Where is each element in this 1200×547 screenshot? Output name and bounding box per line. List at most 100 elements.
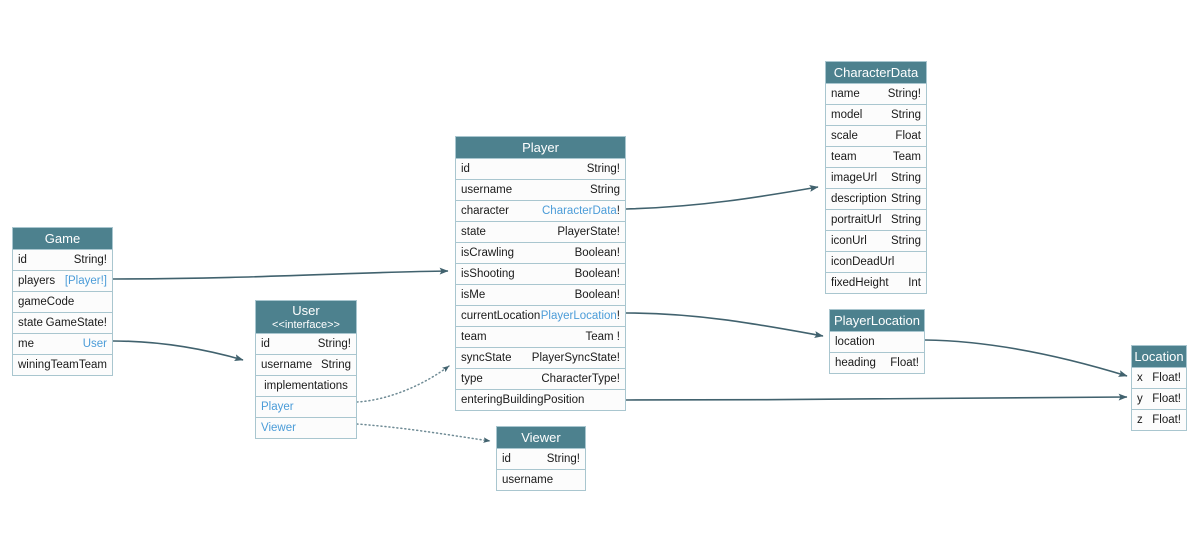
field-characterdata-scale[interactable]: scale Float [826,125,926,146]
field-type: String! [73,254,107,266]
field-type: Boolean! [574,289,620,301]
field-game-gamecode[interactable]: gameCode String! [13,291,112,312]
field-type: String! [586,163,620,175]
entity-viewer[interactable]: Viewer id String! username String [496,426,586,491]
implementation-name: Player [261,401,294,413]
edge-player-character-to-characterdata [625,184,819,210]
entity-user[interactable]: User <<interface>> id String! username S… [255,300,357,439]
entity-player[interactable]: Player id String! username String charac… [455,136,626,411]
field-name: iconUrl [831,235,867,247]
field-type: User [83,334,107,354]
field-name: iconDeadUrl [831,256,895,268]
entity-user-stereotype: <<interface>> [272,319,340,331]
field-type: Float! [1152,372,1181,384]
field-player-username[interactable]: username String [456,179,625,200]
field-player-type[interactable]: type CharacterType! [456,368,625,389]
field-location-y[interactable]: y Float! [1132,388,1186,409]
field-type: Boolean! [574,247,620,259]
field-type: CharacterData! [542,201,620,221]
field-type: Team [892,151,921,163]
field-name: state [18,317,43,329]
edge-user-implements-player [356,365,450,403]
field-type-link[interactable]: User [82,338,107,350]
entity-player-title: Player [456,137,625,158]
entity-game[interactable]: Game id String! players [Player!] gameCo… [12,227,113,376]
field-name: location [835,336,875,348]
field-type: GameState! [45,317,107,329]
field-characterdata-fixedheight[interactable]: fixedHeight Int [826,272,926,293]
field-characterdata-model[interactable]: model String [826,104,926,125]
edge-game-players-to-player [112,267,449,280]
entity-location[interactable]: Location x Float! y Float! z Float! [1131,345,1187,431]
field-game-state[interactable]: state GameState! [13,312,112,333]
field-type: String [320,359,351,371]
field-player-id[interactable]: id String! [456,158,625,179]
implementation-name: Viewer [261,422,296,434]
field-name: description [831,193,887,205]
field-name: username [461,184,513,196]
field-name: username [502,474,554,486]
field-player-isshooting[interactable]: isShooting Boolean! [456,263,625,284]
field-characterdata-iconurl[interactable]: iconUrl String [826,230,926,251]
field-type-link[interactable]: PlayerLocation [540,310,617,322]
entity-characterdata-title: CharacterData [826,62,926,83]
field-name: me [18,338,34,350]
field-name: portraitUrl [831,214,882,226]
field-type-link[interactable]: [Player!] [64,275,107,287]
edge-player-currentlocation-to-playerlocation [625,312,824,338]
field-playerlocation-location[interactable]: location Location! [830,331,924,352]
field-name: isMe [461,289,486,301]
user-implementation-player[interactable]: Player [256,396,356,417]
field-name: fixedHeight [831,277,889,289]
field-location-z[interactable]: z Float! [1132,409,1186,430]
entity-characterdata[interactable]: CharacterData name String! model String … [825,61,927,294]
field-name: gameCode [18,296,75,308]
edge-game-me-to-user [112,340,244,362]
field-name: imageUrl [831,172,878,184]
field-name: character [461,205,509,217]
field-type: String [890,193,921,205]
field-type: String [589,184,620,196]
field-type-bang: ! [616,205,620,217]
field-name: heading [835,357,876,369]
field-type: [Player!] [65,271,107,291]
field-type: Team [78,359,107,371]
field-characterdata-imageurl[interactable]: imageUrl String [826,167,926,188]
field-type: Float [895,130,921,142]
field-viewer-id[interactable]: id String! [497,448,585,469]
field-user-id[interactable]: id String! [256,333,356,354]
field-player-enteringbuildingposition[interactable]: enteringBuildingPosition Location [456,389,625,410]
field-name: scale [831,130,858,142]
field-game-players[interactable]: players [Player!] [13,270,112,291]
field-type: Float! [1152,393,1181,405]
entity-game-title: Game [13,228,112,249]
field-game-winingteam[interactable]: winingTeam Team [13,354,112,375]
field-name: isShooting [461,268,515,280]
field-player-team[interactable]: team Team ! [456,326,625,347]
field-player-state[interactable]: state PlayerState! [456,221,625,242]
field-player-currentlocation[interactable]: currentLocation PlayerLocation! [456,305,625,326]
field-name: team [831,151,857,163]
user-implementation-viewer[interactable]: Viewer [256,417,356,438]
field-type: String! [546,453,580,465]
field-type: Float! [1152,414,1181,426]
field-game-id[interactable]: id String! [13,249,112,270]
field-characterdata-team[interactable]: team Team [826,146,926,167]
field-type: Boolean! [574,268,620,280]
field-characterdata-icondeadurl[interactable]: iconDeadUrl String [826,251,926,272]
field-player-isme[interactable]: isMe Boolean! [456,284,625,305]
entity-playerlocation[interactable]: PlayerLocation location Location! headin… [829,309,925,374]
field-characterdata-portraiturl[interactable]: portraitUrl String [826,209,926,230]
field-location-x[interactable]: x Float! [1132,367,1186,388]
field-player-iscrawling[interactable]: isCrawling Boolean! [456,242,625,263]
field-characterdata-name[interactable]: name String! [826,83,926,104]
field-characterdata-description[interactable]: description String [826,188,926,209]
field-name: isCrawling [461,247,515,259]
field-type-link[interactable]: CharacterData [542,205,617,217]
field-player-syncstate[interactable]: syncState PlayerSyncState! [456,347,625,368]
field-playerlocation-heading[interactable]: heading Float! [830,352,924,373]
field-game-me[interactable]: me User [13,333,112,354]
field-player-character[interactable]: character CharacterData! [456,200,625,221]
field-user-username[interactable]: username String [256,354,356,375]
field-viewer-username[interactable]: username String [497,469,585,490]
